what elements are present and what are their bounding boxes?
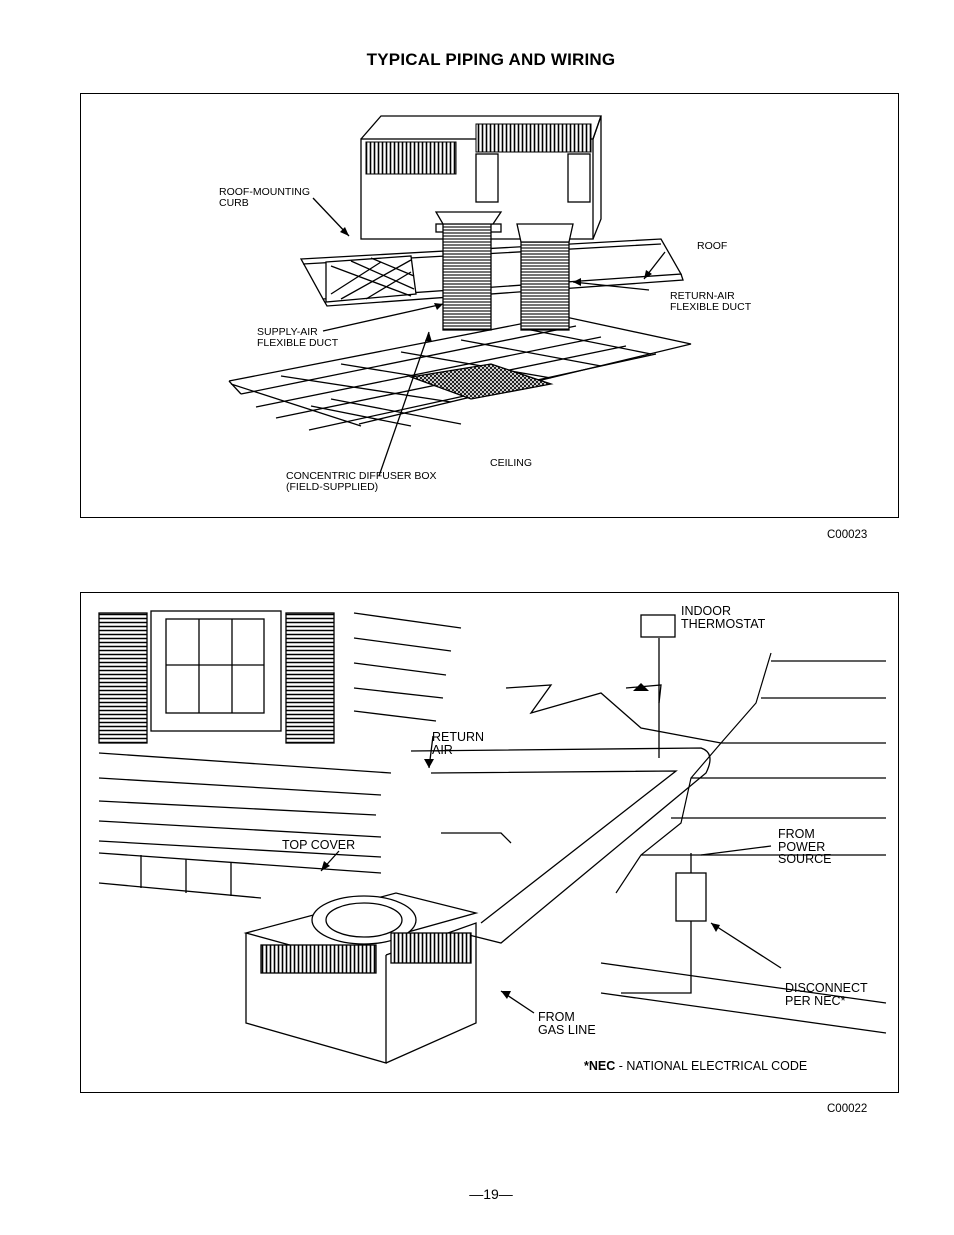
ceiling-label: CEILING <box>490 457 533 469</box>
nec-footnote-text: - NATIONAL ELECTRICAL CODE <box>615 1059 808 1073</box>
supply-air-duct-label: SUPPLY-AIR FLEXIBLE DUCT <box>257 326 339 349</box>
indoor-thermostat-label: INDOOR THERMOSTAT <box>681 604 766 631</box>
roof-label: ROOF <box>697 240 728 252</box>
page-number: —19— <box>469 1186 513 1202</box>
nec-footnote-abbrev: *NEC <box>584 1059 616 1073</box>
nec-footnote: *NEC - NATIONAL ELECTRICAL CODE <box>584 1060 807 1073</box>
ground-installation-figure: INDOOR THERMOSTAT RETURN AIR TOP COVER F… <box>80 592 899 1093</box>
ground-installation-illustration <box>98 610 887 1064</box>
diffuser-box-label: CONCENTRIC DIFFUSER BOX (FIELD-SUPPLIED) <box>286 470 437 493</box>
return-air-duct-label: RETURN-AIR FLEXIBLE DUCT <box>670 290 752 313</box>
figure-top-code: C00023 <box>827 529 868 541</box>
figure-bottom-code: C00022 <box>827 1103 868 1115</box>
return-air-label: RETURN AIR <box>432 730 485 757</box>
rooftop-installation-illustration <box>228 115 692 477</box>
from-gas-line-label: FROM GAS LINE <box>538 1010 596 1037</box>
top-cover-label: TOP COVER <box>282 838 356 852</box>
page-title: TYPICAL PIPING AND WIRING <box>366 50 616 69</box>
from-power-source-label: FROM POWER SOURCE <box>778 827 832 866</box>
rooftop-installation-figure: ROOF-MOUNTING CURB ROOF RETURN-AIR FLEXI… <box>80 93 899 518</box>
disconnect-label: DISCONNECT PER NEC* <box>785 981 868 1008</box>
roof-mounting-curb-label: ROOF-MOUNTING CURB <box>219 186 310 209</box>
